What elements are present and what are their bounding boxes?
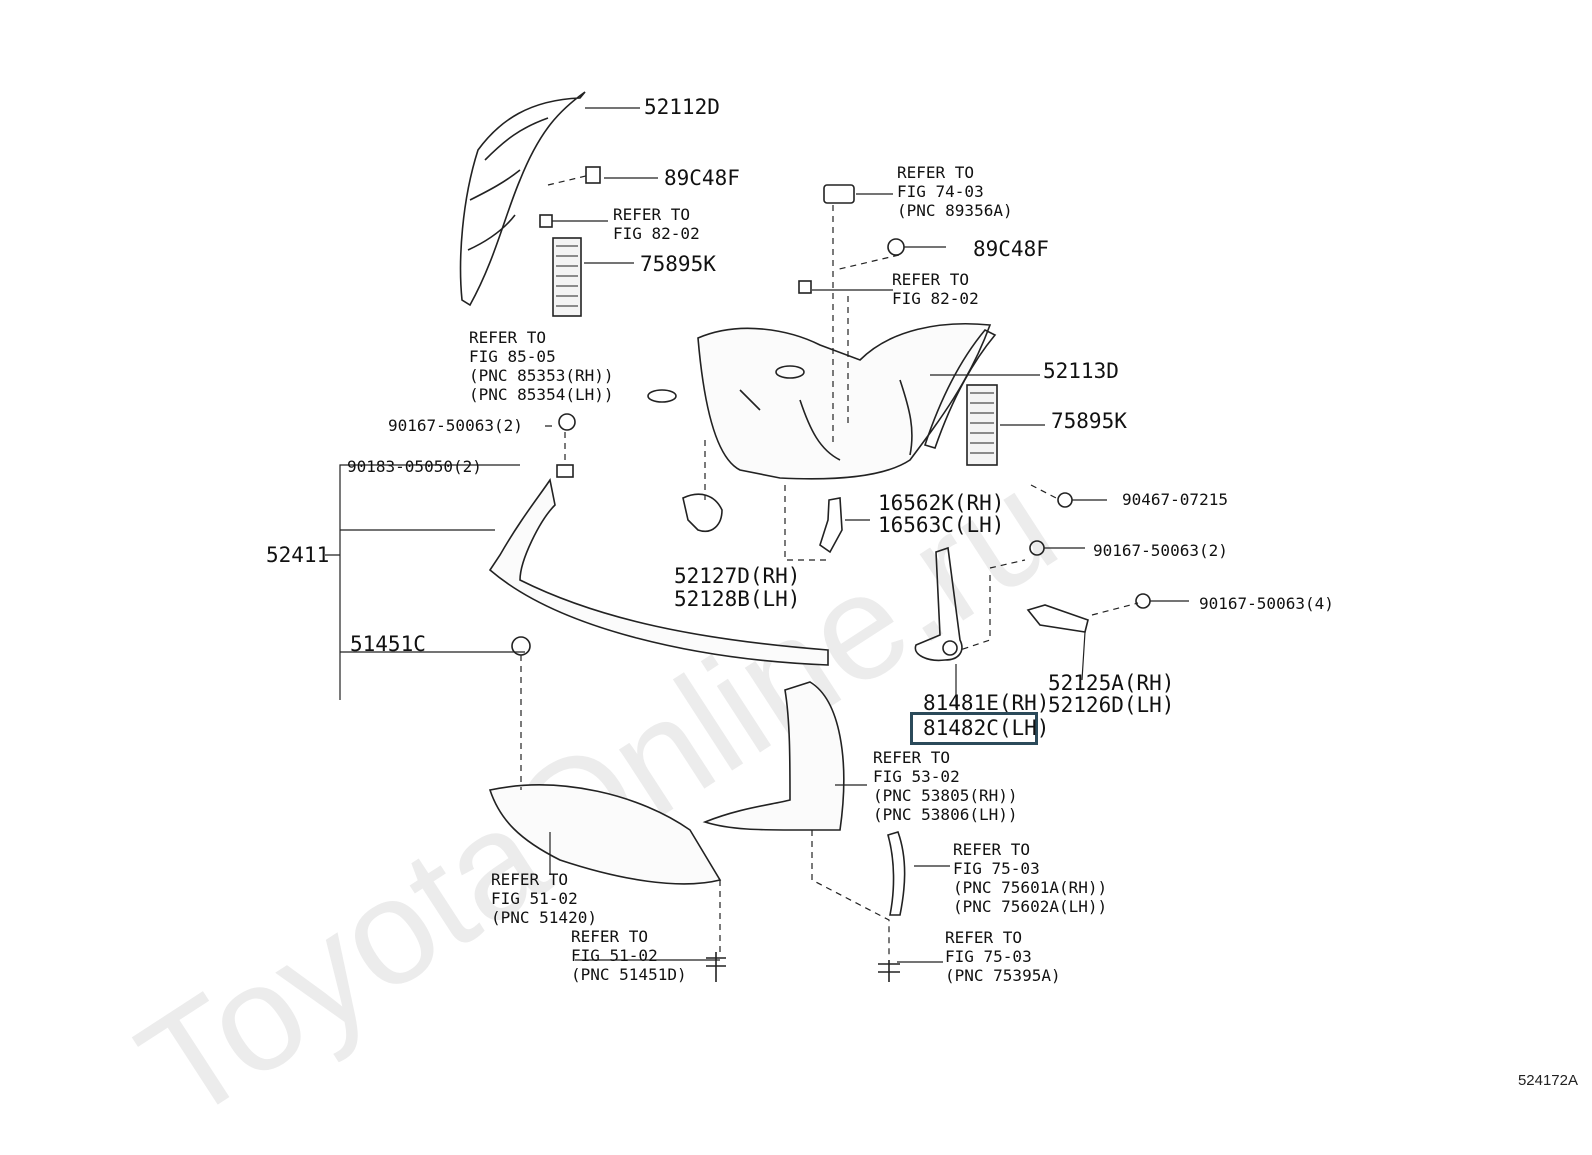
label-90167-50063-2-right[interactable]: 90167-50063(2)	[1093, 541, 1228, 560]
label-89C48F-left[interactable]: 89C48F	[664, 166, 740, 190]
part-75895K-left-shape	[552, 237, 582, 317]
label-refer-fig-74-03[interactable]: REFER TO FIG 74-03 (PNC 89356A)	[897, 163, 1013, 220]
refer-line: REFER TO	[491, 870, 569, 889]
label-90167-50063-2-left[interactable]: 90167-50063(2)	[388, 416, 523, 435]
label-refer-fig-82-02-left[interactable]: REFER TO FIG 82-02	[613, 205, 700, 243]
refer-line: REFER TO	[953, 840, 1031, 859]
part-81482C-shape	[914, 546, 963, 662]
part-16562K-shape	[819, 497, 843, 554]
refer-line: REFER TO	[897, 163, 975, 182]
label-51451C[interactable]: 51451C	[350, 632, 426, 656]
label-90467-07215[interactable]: 90467-07215	[1122, 490, 1228, 509]
refer-line: FIG 75-03	[953, 859, 1040, 878]
label-52112D[interactable]: 52112D	[644, 95, 720, 119]
parts-diagram-artwork	[325, 91, 1189, 982]
refer-line: (PNC 75601A(RH))	[953, 878, 1108, 897]
label-refer-fig-53-02[interactable]: REFER TO FIG 53-02 (PNC 53805(RH)) (PNC …	[873, 748, 1018, 824]
leader-lines	[325, 107, 1189, 963]
label-16563C[interactable]: 16563C(LH)	[878, 513, 1005, 537]
refer-line: (PNC 89356A)	[897, 201, 1013, 220]
refer-line: REFER TO	[571, 927, 649, 946]
refer-line: (PNC 75602A(LH))	[953, 897, 1108, 916]
part-fender-liner-shape	[702, 681, 845, 831]
label-refer-fig-51-02-clip[interactable]: REFER TO FIG 51-02 (PNC 51451D)	[571, 927, 687, 984]
part-75895K-right-shape	[966, 384, 998, 466]
part-52113D-shape	[923, 329, 997, 449]
label-refer-fig-51-02-undercover[interactable]: REFER TO FIG 51-02 (PNC 51420)	[491, 870, 597, 927]
part-52125A-shape	[1026, 604, 1089, 633]
refer-line: FIG 85-05	[469, 347, 556, 366]
label-81482C[interactable]: 81482C(LH)	[923, 716, 1050, 740]
refer-line: (PNC 85354(LH))	[469, 385, 614, 404]
refer-line: REFER TO	[873, 748, 951, 767]
label-52113D[interactable]: 52113D	[1043, 359, 1119, 383]
refer-line: REFER TO	[613, 205, 691, 224]
refer-line: (PNC 75395A)	[945, 966, 1061, 985]
diagram-id: 524172A	[1517, 1072, 1578, 1089]
refer-line: FIG 51-02	[491, 889, 578, 908]
refer-line: (PNC 85353(RH))	[469, 366, 614, 385]
refer-line: (PNC 53806(LH))	[873, 805, 1018, 824]
label-refer-fig-85-05[interactable]: REFER TO FIG 85-05 (PNC 85353(RH)) (PNC …	[469, 328, 614, 404]
refer-line: (PNC 51420)	[491, 908, 597, 927]
part-75601A-shape	[887, 831, 906, 916]
refer-line: (PNC 51451D)	[571, 965, 687, 984]
label-16562K[interactable]: 16562K(RH)	[878, 491, 1005, 515]
part-52411-shape	[488, 477, 829, 666]
highlight-box	[910, 712, 1038, 745]
label-90183-05050[interactable]: 90183-05050(2)	[347, 457, 482, 476]
refer-line: FIG 53-02	[873, 767, 960, 786]
refer-line: FIG 75-03	[945, 947, 1032, 966]
refer-line: FIG 74-03	[897, 182, 984, 201]
part-bumper-cover-shape	[697, 322, 992, 480]
label-75895K-right[interactable]: 75895K	[1051, 409, 1127, 433]
label-refer-fig-75-03-clip[interactable]: REFER TO FIG 75-03 (PNC 75395A)	[945, 928, 1061, 985]
refer-line: REFER TO	[945, 928, 1023, 947]
part-undercover-shape	[488, 784, 722, 885]
part-52127D-shape	[682, 493, 723, 532]
label-refer-fig-75-03-seal[interactable]: REFER TO FIG 75-03 (PNC 75601A(RH)) (PNC…	[953, 840, 1107, 916]
refer-line: (PNC 53805(RH))	[873, 786, 1018, 805]
part-52112D-shape	[459, 91, 586, 307]
label-81481E[interactable]: 81481E(RH)	[923, 691, 1050, 715]
label-90167-50063-4[interactable]: 90167-50063(4)	[1199, 594, 1334, 613]
refer-line: FIG 51-02	[571, 946, 658, 965]
refer-line: REFER TO	[892, 270, 970, 289]
refer-line: FIG 82-02	[892, 289, 979, 308]
label-refer-fig-82-02-right[interactable]: REFER TO FIG 82-02	[892, 270, 979, 308]
refer-line: REFER TO	[469, 328, 547, 347]
label-52126D[interactable]: 52126D(LH)	[1048, 693, 1175, 717]
label-52125A[interactable]: 52125A(RH)	[1048, 671, 1175, 695]
label-52128B[interactable]: 52128B(LH)	[674, 587, 801, 611]
label-89C48F-right[interactable]: 89C48F	[973, 237, 1049, 261]
refer-line: FIG 82-02	[613, 224, 700, 243]
label-52127D[interactable]: 52127D(RH)	[674, 564, 801, 588]
label-75895K-left[interactable]: 75895K	[640, 252, 716, 276]
label-52411[interactable]: 52411	[266, 543, 330, 567]
